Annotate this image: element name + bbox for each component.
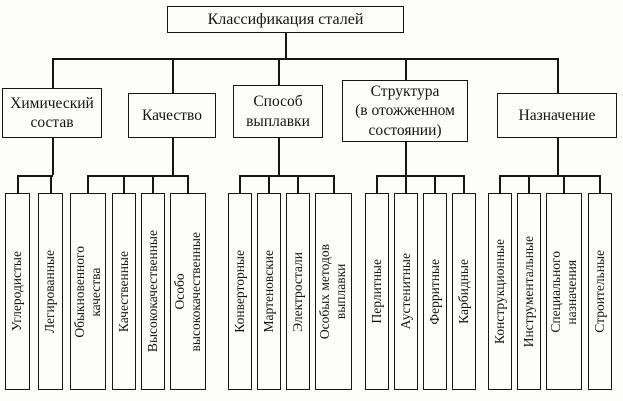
leaf-node: Перлитные <box>365 193 389 390</box>
leaf-node: Особо высококачественные <box>170 193 206 390</box>
leaf-node: Особых методов выплавки <box>315 193 352 390</box>
leaf-node: Обыкновенного качества <box>70 193 106 390</box>
leaf-label: Легированные <box>42 249 58 334</box>
connector-line <box>278 138 280 175</box>
connector-line <box>333 175 335 193</box>
leaf-label: Качественные <box>115 250 131 333</box>
leaf-label: Аустенитные <box>397 253 413 330</box>
leaf-node: Легированные <box>38 193 63 390</box>
connector-line <box>50 175 52 193</box>
connector-line <box>557 138 559 175</box>
connector-line <box>172 138 174 175</box>
connector-line <box>17 175 53 177</box>
leaf-label: Углеродистые <box>9 251 25 332</box>
connector-line <box>17 175 19 193</box>
leaf-node: Конструкционные <box>488 193 512 390</box>
connector-line <box>499 175 601 177</box>
connector-line <box>405 58 407 80</box>
connector-line <box>152 175 154 193</box>
leaf-node: Качественные <box>112 193 136 390</box>
leaf-node: Строительные <box>588 193 612 390</box>
connector-line <box>376 175 378 193</box>
category-node: Назначение <box>497 93 617 138</box>
leaf-label: Особо высококачественные <box>171 231 203 352</box>
connector-line <box>172 58 174 93</box>
leaf-node: Карбидные <box>452 193 476 390</box>
connector-line <box>528 175 530 193</box>
leaf-node: Ферритные <box>423 193 447 390</box>
connector-line <box>239 175 241 193</box>
connector-line <box>405 175 407 193</box>
connector-line <box>123 175 125 193</box>
leaf-node: Мартеновские <box>257 193 281 390</box>
connector-line <box>87 175 89 193</box>
connector-line <box>239 175 334 177</box>
leaf-node: Углеродистые <box>5 193 30 390</box>
category-node: Способ выплавки <box>233 85 323 138</box>
leaf-label: Ферритные <box>426 258 442 325</box>
connector-line <box>187 175 189 193</box>
leaf-node: Аустенитные <box>394 193 418 390</box>
connector-line <box>285 33 287 58</box>
leaf-label: Конверторные <box>231 250 247 333</box>
category-node: Качество <box>128 93 216 138</box>
connector-line <box>52 58 558 60</box>
connector-line <box>599 175 601 193</box>
leaf-node: Конверторные <box>228 193 252 390</box>
connector-line <box>278 58 280 85</box>
connector-line <box>297 175 299 193</box>
connector-line <box>434 175 436 193</box>
leaf-label: Особых методов выплавки <box>317 243 349 340</box>
leaf-label: Строительные <box>591 250 607 333</box>
connector-line <box>557 58 559 93</box>
category-node: Химический состав <box>2 88 102 138</box>
connector-line <box>499 175 501 193</box>
connector-line <box>563 175 565 193</box>
leaf-node: Инструментальные <box>517 193 541 390</box>
leaf-label: Карбидные <box>455 259 471 324</box>
leaf-label: Электростали <box>289 251 305 332</box>
leaf-label: Высококачественные <box>144 230 160 353</box>
leaf-node: Специального назначения <box>546 193 582 390</box>
connector-line <box>268 175 270 193</box>
connector-line <box>376 175 465 177</box>
leaf-label: Специального назначения <box>547 250 579 333</box>
connector-line <box>463 175 465 193</box>
connector-line <box>405 142 407 175</box>
connector-line <box>87 175 188 177</box>
leaf-label: Мартеновские <box>260 250 276 333</box>
leaf-node: Высококачественные <box>141 193 165 390</box>
connector-line <box>52 138 54 175</box>
leaf-label: Инструментальные <box>520 235 536 348</box>
leaf-label: Обыкновенного качества <box>71 245 103 338</box>
root-node: Классификация сталей <box>167 6 404 33</box>
connector-line <box>52 58 54 88</box>
leaf-label: Конструкционные <box>491 239 507 344</box>
leaf-label: Перлитные <box>368 259 384 324</box>
leaf-node: Электростали <box>286 193 310 390</box>
category-node: Структура (в отожженном состоянии) <box>342 80 468 142</box>
